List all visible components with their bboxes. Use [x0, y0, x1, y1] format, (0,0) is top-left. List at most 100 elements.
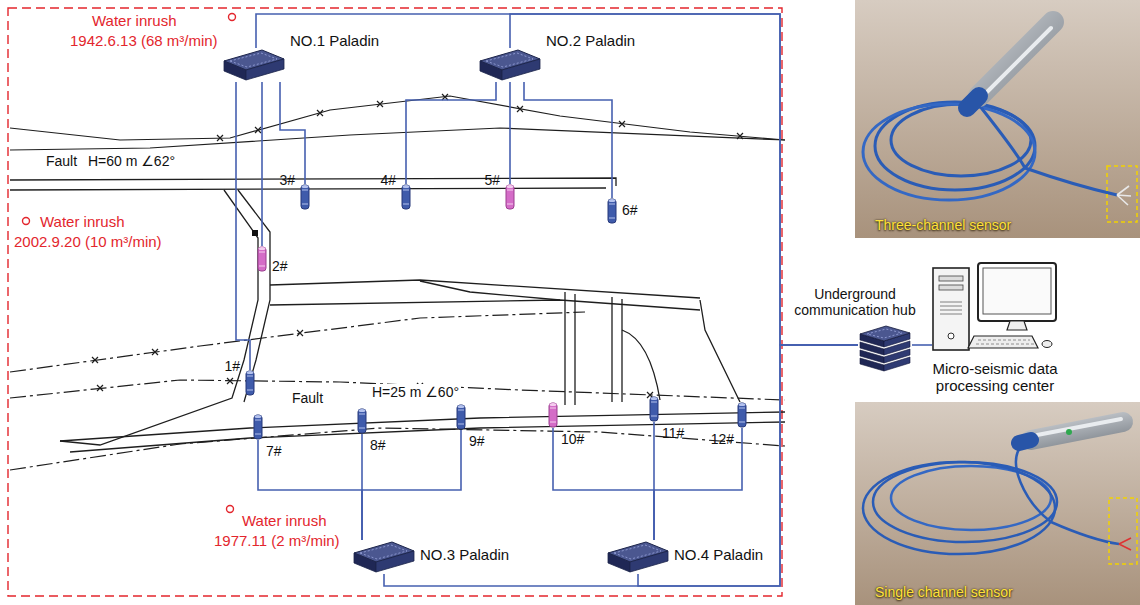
sensor-number: 8# [370, 437, 386, 453]
sensor-cylinder [300, 184, 310, 210]
sensor-cylinder [649, 396, 659, 422]
device-label: Micro-seismic data processing center [920, 360, 1070, 395]
drive-bay [939, 285, 963, 290]
cable-coil [863, 462, 1055, 554]
signal-cable [524, 82, 612, 198]
sensor-body [549, 403, 557, 427]
sensor-cylinder [505, 184, 515, 210]
sensor-number: 10# [561, 431, 584, 447]
sensor: 7# [253, 414, 263, 440]
roadway [622, 330, 660, 400]
cable-coil [891, 104, 1031, 176]
roadway [621, 299, 622, 402]
device-front [630, 551, 668, 572]
inrush-note: 1942.6.13 (68 m³/min) [68, 32, 220, 49]
pc-tower [933, 268, 969, 350]
sensor-cap [458, 405, 465, 408]
device-front [246, 59, 284, 80]
device-label: NO.2 Paladin [546, 32, 635, 49]
fault-line [10, 96, 785, 140]
photo-ground [855, 402, 1140, 605]
roadway [70, 422, 785, 452]
sensor-band [247, 376, 253, 390]
monitor-stand [1007, 321, 1027, 330]
keyboard [968, 336, 1038, 348]
inrush-point [229, 14, 236, 21]
paladin-icon [352, 540, 416, 574]
roadway [611, 297, 612, 402]
signal-cable [912, 344, 932, 346]
inrush-note: Water inrush [240, 512, 328, 529]
signal-cable [280, 82, 305, 184]
device-front [376, 551, 414, 572]
device-side [608, 553, 630, 572]
sensor: 11# [649, 396, 659, 422]
sensor-body [608, 199, 616, 223]
wire-ends [1117, 186, 1131, 205]
sensor-band [458, 410, 464, 424]
sensor-band [255, 420, 261, 434]
signal-cable [654, 428, 742, 540]
roadway [60, 412, 785, 441]
signal-cable [509, 82, 511, 184]
sensor: 10# [548, 402, 558, 428]
monitor [978, 263, 1056, 321]
sensor-cap [403, 185, 410, 188]
sensor-cap [609, 199, 616, 202]
status-dot [1066, 429, 1072, 435]
roadway [574, 294, 575, 405]
roadway [564, 292, 565, 405]
sensor-cap [507, 185, 514, 188]
cable [975, 100, 1117, 195]
sensor-number: 1# [224, 358, 240, 374]
paladin-icon [478, 48, 542, 82]
highlight-box [1109, 498, 1137, 564]
sensor-band [302, 190, 308, 204]
power-button [948, 333, 954, 339]
photo-caption: Single channel sensor [875, 584, 1013, 600]
sensor-cylinder [245, 370, 255, 396]
fault-lines [10, 94, 785, 470]
sensor-band [507, 190, 513, 204]
roadway [10, 178, 616, 186]
device-label: NO.4 Paladin [674, 546, 763, 563]
roadway [238, 190, 270, 402]
sensor-body [738, 403, 746, 427]
highlight-box [1107, 166, 1137, 222]
sensor: 3# [300, 184, 310, 210]
sensor-body [979, 22, 1053, 96]
fault-line [10, 312, 585, 372]
sensor-cap [247, 371, 254, 374]
sensor-cylinder [456, 404, 466, 430]
cable [1016, 444, 1119, 544]
communication-hub: Underground communication hub [858, 322, 912, 372]
signal-cable [256, 14, 858, 345]
paladin-icon [606, 540, 670, 574]
sensor-number: 5# [484, 172, 500, 188]
signal-cable [362, 430, 461, 540]
sensor-cylinder [357, 408, 367, 434]
hub-icon [858, 322, 912, 372]
tower-vents [940, 302, 962, 314]
inrush-note: 1977.11 (2 m³/min) [212, 532, 342, 549]
fault-label: Fault [44, 153, 79, 169]
inrush-point [23, 218, 30, 225]
sensor-photo [855, 402, 1140, 605]
sensor-cap [259, 247, 266, 250]
sensor-cap [255, 415, 262, 418]
region-border [8, 8, 782, 596]
sensor-photo: Single channel sensor [855, 402, 1140, 605]
sensor: 9# [456, 404, 466, 430]
sensor-band [739, 408, 745, 422]
sensor-cap [651, 397, 658, 400]
device-label: Underground communication hub [790, 286, 920, 318]
signal-cable [510, 14, 858, 345]
keys [976, 340, 1034, 344]
sensor-cylinder [257, 246, 267, 272]
fault-label: Fault [290, 390, 325, 406]
sensor-band [609, 204, 615, 218]
fault-marks [217, 94, 743, 141]
fault-label: H=60 m ∠62° [86, 153, 177, 169]
roadway [700, 300, 740, 402]
sensor-body [301, 185, 309, 209]
